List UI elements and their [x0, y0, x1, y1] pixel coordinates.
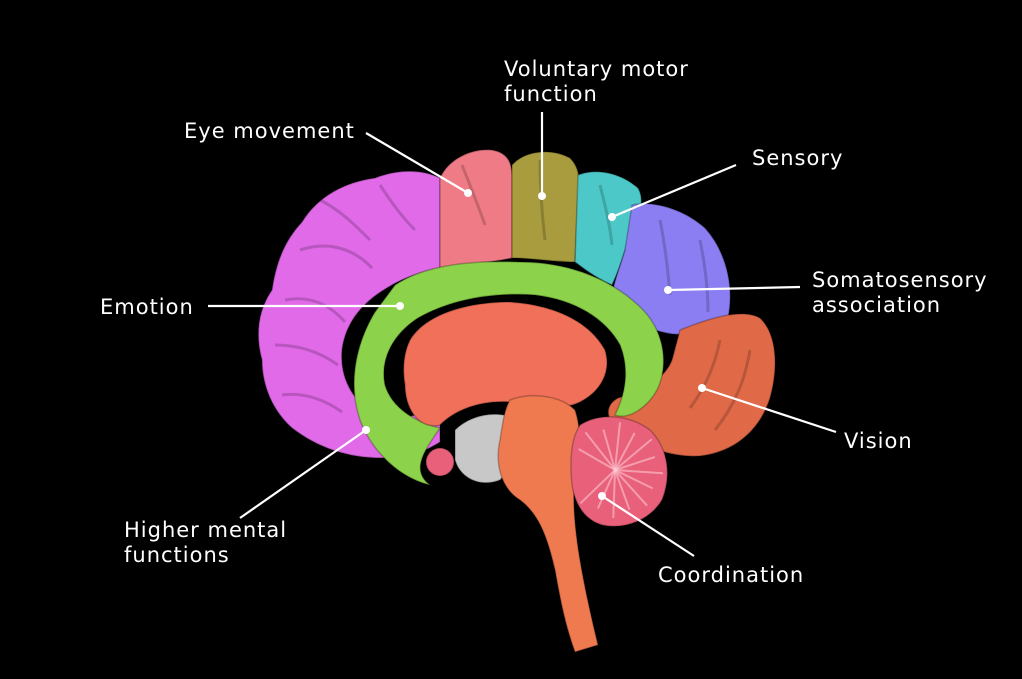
label-voluntary-motor-function: Voluntary motor function [504, 57, 689, 107]
leader-dot-higher-mental [362, 426, 370, 434]
region-higher-mental-functions [257, 170, 441, 459]
label-vision-line-1: Vision [844, 429, 913, 453]
label-coordination: Coordination [658, 563, 804, 588]
leader-line-vision [701, 386, 837, 434]
leader-line-sensory [611, 163, 737, 219]
leader-line-somatosensory [667, 285, 801, 292]
label-vision: Vision [844, 429, 913, 454]
arbor-vitae-branch [614, 469, 631, 510]
cerebellum-arbor-vitae [578, 422, 663, 519]
arbor-vitae-branch [614, 469, 663, 475]
label-higher-mental-line-1: Higher mental [124, 518, 288, 542]
label-somatosensory-line-2: association [812, 293, 942, 317]
region-pituitary [425, 447, 455, 477]
leader-lines [208, 112, 837, 557]
arbor-vitae-branch [614, 432, 636, 471]
arbor-vitae-branch [584, 431, 616, 471]
arbor-vitae-branch [578, 448, 616, 471]
leader-dot-vision [698, 384, 706, 392]
label-eye-movement-line-1: Eye movement [184, 119, 355, 143]
leader-line-eye-movement [365, 132, 469, 194]
leader-dot-emotion [396, 302, 404, 310]
arbor-vitae-branch [614, 422, 621, 471]
label-sensory: Sensory [752, 146, 843, 171]
arbor-vitae-branch [614, 456, 656, 471]
leader-line-coordination [601, 495, 695, 557]
leader-dot-sensory [608, 213, 616, 221]
leader-dot-somatosensory [664, 286, 672, 294]
region-thalamus [402, 301, 608, 427]
arbor-vitae-branch [602, 429, 616, 471]
arbor-vitae-branch [614, 469, 654, 490]
label-higher-mental-functions: Higher mental functions [124, 518, 287, 568]
label-voluntary-motor-line-1: Voluntary motor [504, 57, 689, 81]
label-emotion: Emotion [100, 295, 194, 320]
region-voluntary-motor [511, 151, 580, 263]
region-eye-movement [439, 149, 513, 269]
label-voluntary-motor-line-2: function [504, 82, 598, 106]
label-emotion-line-1: Emotion [100, 295, 194, 319]
leader-line-higher-mental [239, 429, 367, 519]
arbor-vitae-branch [579, 469, 616, 505]
label-sensory-line-1: Sensory [752, 146, 844, 170]
leader-dot-eye-movement [464, 189, 472, 197]
label-somatosensory-association: Somatosensory association [812, 268, 988, 318]
label-coordination-line-1: Coordination [658, 563, 805, 587]
leader-dot-voluntary-motor [538, 192, 546, 200]
arbor-vitae-branch [612, 469, 616, 519]
label-higher-mental-line-2: functions [124, 543, 230, 567]
arbor-vitae-branch [614, 438, 653, 471]
region-vision [607, 313, 776, 457]
arbor-vitae-branch [596, 469, 616, 509]
leader-dot-coordination [598, 492, 606, 500]
leader-dots [362, 189, 706, 500]
region-emotion [353, 260, 665, 486]
arbor-vitae-branch [614, 469, 648, 507]
label-eye-movement: Eye movement [184, 119, 355, 144]
gyri-folds [274, 159, 752, 431]
label-somatosensory-line-1: Somatosensory [812, 268, 988, 292]
